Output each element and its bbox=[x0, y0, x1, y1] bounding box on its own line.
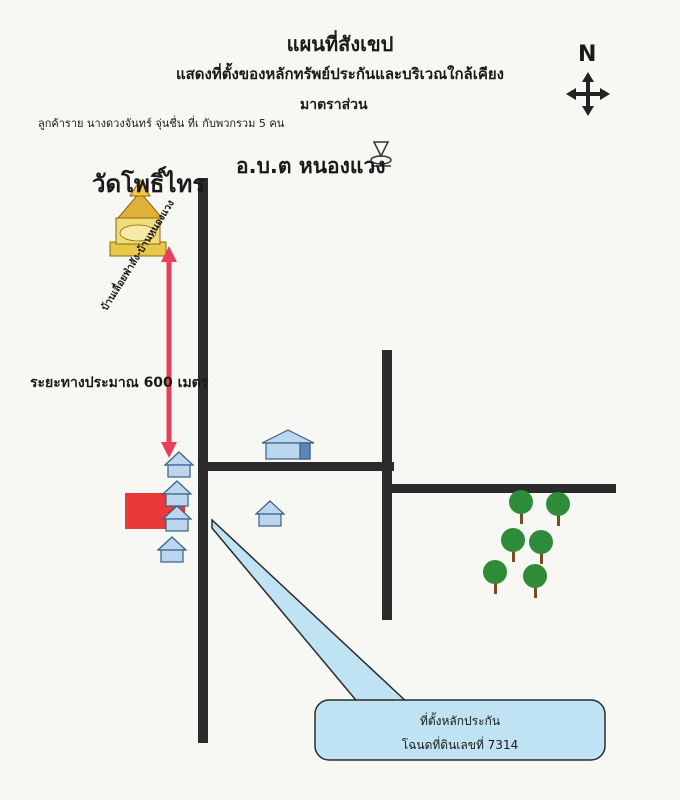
map-subtitle: แสดงที่ตั้งของหลักทรัพย์ประกันและบริเวณใ… bbox=[175, 65, 504, 83]
tree-icon bbox=[546, 492, 570, 526]
house-icon bbox=[254, 500, 286, 527]
trees bbox=[483, 490, 570, 598]
obt-label: อ.บ.ต หนองแวง bbox=[236, 154, 386, 178]
north-label: N bbox=[578, 42, 597, 67]
house-icon bbox=[156, 536, 188, 563]
compass-arrows-icon bbox=[566, 72, 610, 116]
house-icon bbox=[163, 451, 195, 478]
distance-label: ระยะทางประมาณ 600 เมตร bbox=[30, 375, 209, 391]
road-horizontal-right bbox=[390, 484, 616, 493]
houses bbox=[156, 429, 315, 563]
road-vertical-right bbox=[382, 350, 392, 620]
customer-line: ลูกค้าราย นางดวงจันทร์ จุ่นชื่น ที่เ กับ… bbox=[38, 117, 285, 130]
temple-label: วัดโพธิ์ไทร bbox=[92, 169, 206, 198]
property-callout bbox=[211, 518, 606, 761]
map-title: แผนที่สังเขป bbox=[286, 32, 394, 56]
house-icon bbox=[161, 480, 193, 507]
scale-note: มาตราส่วน bbox=[300, 97, 368, 113]
house-icon bbox=[161, 505, 193, 532]
callout-box bbox=[314, 699, 606, 761]
tree-icon bbox=[501, 528, 525, 562]
callout-deed-number: โฉนดที่ดินเลขที่ 7314 bbox=[401, 738, 519, 752]
main-road-vertical bbox=[198, 178, 208, 743]
tree-icon bbox=[523, 564, 547, 598]
road-horizontal-upper bbox=[198, 462, 394, 471]
callout-title: ที่ตั้งหลักประกัน bbox=[419, 714, 501, 728]
temple-icon bbox=[109, 179, 167, 257]
tree-icon bbox=[483, 560, 507, 594]
roads bbox=[198, 178, 616, 743]
tree-icon bbox=[509, 490, 533, 524]
callout-pointer bbox=[211, 518, 412, 706]
distance-arrow bbox=[161, 246, 177, 458]
tree-icon bbox=[529, 530, 553, 564]
obt-emblem-icon bbox=[370, 141, 392, 167]
house-icon bbox=[261, 429, 315, 460]
